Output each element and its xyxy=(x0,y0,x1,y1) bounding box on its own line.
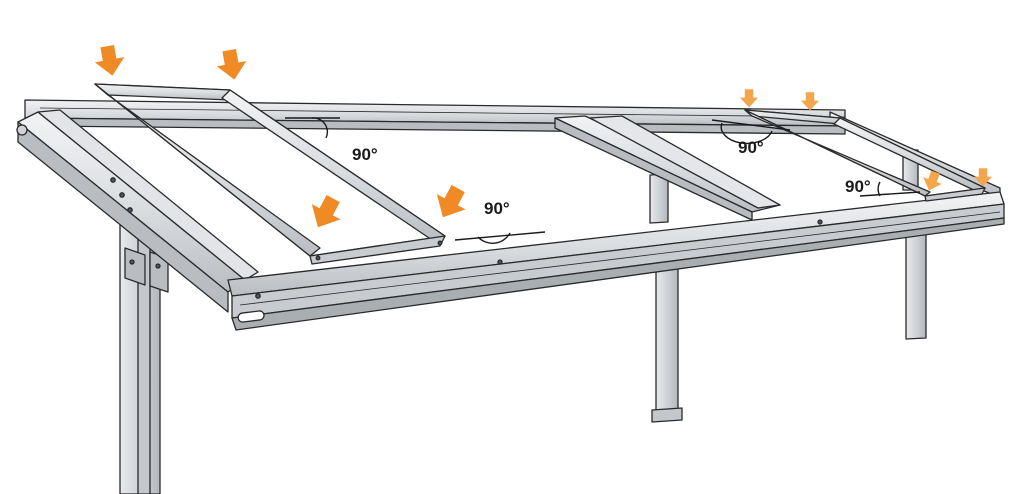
module-frame-left xyxy=(94,83,446,265)
placement-arrows xyxy=(92,43,993,235)
angle-label-4: 90° xyxy=(845,177,871,196)
cross-beam-middle xyxy=(554,115,781,221)
down-arrow-icon xyxy=(92,43,128,79)
rail-front xyxy=(227,191,1005,331)
angle-label-3: 90° xyxy=(738,138,764,157)
down-arrow-icon xyxy=(428,180,473,225)
down-arrow-icon xyxy=(800,92,820,111)
down-arrow-icon xyxy=(214,47,250,83)
alignment-marks xyxy=(285,117,921,244)
leg-front-middle xyxy=(651,257,683,423)
down-arrow-icon xyxy=(739,89,759,108)
leg-rear-middle xyxy=(649,173,669,224)
angle-labels: 90° 90° 90° 90° xyxy=(352,138,871,218)
angle-label-1: 90° xyxy=(352,145,378,164)
down-arrow-icon xyxy=(303,190,348,235)
leg-front-left xyxy=(119,224,169,494)
rail-left-end xyxy=(16,109,259,313)
angle-label-2: 90° xyxy=(484,199,510,218)
module-frame-right xyxy=(744,109,986,202)
leg-front-right xyxy=(905,223,927,340)
